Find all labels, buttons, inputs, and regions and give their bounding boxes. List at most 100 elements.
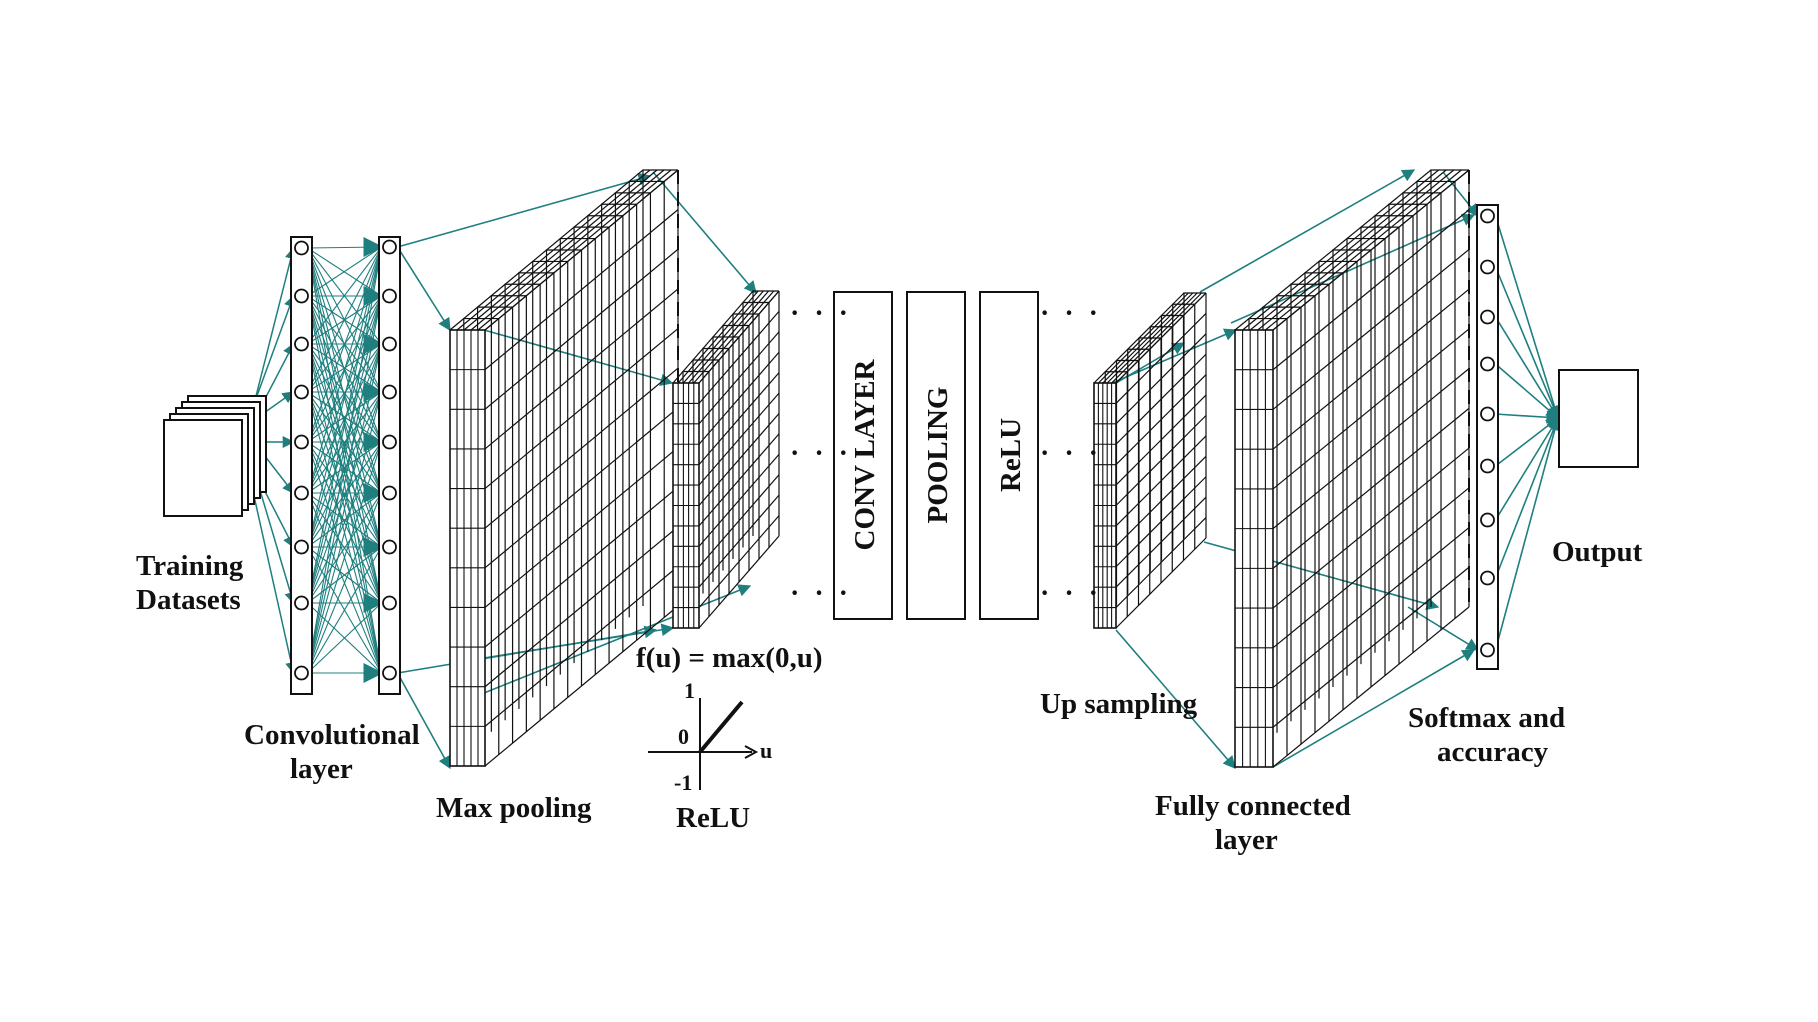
connection-arrow: [253, 495, 298, 675]
ellipsis-mid-right: · · ·: [1040, 438, 1102, 469]
top-grid-line: [688, 290, 770, 384]
top-grid-line: [677, 290, 759, 384]
top-grid-line: [1111, 292, 1203, 384]
connection-arrow: [253, 246, 297, 405]
connection-arrow: [1494, 363, 1559, 419]
softmax-node-column-frame: [1476, 204, 1499, 670]
output-box: [1558, 369, 1639, 468]
dense-connection: [307, 246, 382, 393]
dense-connection: [307, 602, 382, 674]
training-label-line1: Training: [136, 550, 244, 582]
maxpool-label: Max pooling: [436, 792, 592, 824]
top-grid-line: [672, 290, 754, 384]
fc-label-line2: layer: [1215, 824, 1278, 856]
input-node-column-frame: [290, 236, 313, 695]
pooling-box: POOLING: [906, 291, 966, 620]
fc-label-line1: Fully connected: [1155, 790, 1351, 822]
top-grid-line: [470, 169, 665, 331]
upsampling-grid-block: [1093, 292, 1207, 629]
neuron-node: [294, 434, 309, 450]
relu-x-label: u: [760, 738, 772, 763]
relu-plot: [648, 698, 759, 790]
top-grid-line: [1093, 292, 1185, 384]
neuron-node: [382, 239, 397, 255]
connection-arrow: [483, 329, 674, 387]
neuron-node: [382, 595, 397, 611]
neuron-node: [294, 539, 309, 555]
neuron-node: [1480, 356, 1495, 372]
connection-arrow: [1494, 416, 1559, 521]
conv-label-line1: Convolutional: [244, 719, 420, 751]
dense-connection: [307, 441, 382, 548]
neuron-node: [294, 665, 309, 681]
softmax-label-line2: accuracy: [1437, 736, 1549, 768]
dense-connection: [306, 246, 383, 674]
connection-arrow: [397, 172, 652, 248]
softmax-label-line1: Softmax and: [1408, 702, 1565, 734]
top-grid-line: [693, 290, 775, 384]
connection-arrow: [1494, 215, 1561, 420]
dense-connection: [306, 492, 383, 674]
ellipsis-bottom-right: · · ·: [1040, 578, 1102, 609]
relu-formula: f(u) = max(0,u): [636, 642, 822, 674]
ellipsis-top-left: · · ·: [790, 298, 852, 329]
top-grid-line: [477, 169, 672, 331]
dense-connection: [307, 441, 382, 604]
dataset-sheet: [163, 419, 243, 517]
top-grid-line: [682, 290, 764, 384]
front-face: [1234, 329, 1274, 768]
neuron-node: [1480, 406, 1495, 422]
top-grid-line: [463, 169, 658, 331]
upsampling-label: Up sampling: [1040, 688, 1198, 720]
top-grid-line: [1102, 292, 1194, 384]
conv-layer-box-label: CONV LAYER: [849, 358, 881, 550]
dense-connection: [307, 343, 382, 494]
dense-connection: [307, 546, 382, 674]
connection-arrows: [253, 169, 1562, 770]
front-face: [449, 329, 486, 767]
relu-box: ReLU: [979, 291, 1039, 620]
connection-arrow: [1111, 328, 1238, 384]
top-grid-line: [1106, 292, 1198, 384]
top-grid-line: [1234, 169, 1432, 331]
dense-connection: [306, 391, 383, 604]
connection-arrow: [253, 294, 296, 405]
relu-label: ReLU: [676, 802, 750, 834]
fc-grid-block: [1234, 169, 1470, 768]
neuron-node: [1480, 642, 1495, 658]
relu-origin: 0: [678, 724, 689, 749]
neuron-node: [1480, 570, 1495, 586]
training-label-line2: Datasets: [136, 584, 241, 616]
top-grid-line: [449, 169, 644, 331]
neuron-node: [294, 595, 309, 611]
connection-arrow: [1442, 171, 1479, 218]
connection-arrow: [1494, 316, 1559, 420]
dense-connection: [306, 295, 383, 494]
neuron-node: [1480, 458, 1495, 474]
neuron-node: [294, 288, 309, 304]
conv-layer-box: CONV LAYER: [833, 291, 893, 620]
neuron-node: [294, 336, 309, 352]
conv-label-line2: layer: [290, 753, 353, 785]
ellipsis-top-right: · · ·: [1040, 298, 1102, 329]
connection-arrow: [483, 584, 752, 694]
neuron-node: [1480, 208, 1495, 224]
neuron-node: [294, 384, 309, 400]
neuron-node: [382, 336, 397, 352]
neuron-node: [382, 665, 397, 681]
neuron-node: [294, 485, 309, 501]
top-grid-line: [1257, 169, 1455, 331]
dense-connection: [306, 295, 383, 674]
dense-connection: [307, 391, 382, 548]
neuron-node: [382, 288, 397, 304]
connection-arrow: [1230, 213, 1476, 324]
relu-y-bottom: -1: [674, 770, 692, 795]
dense-connection: [306, 246, 383, 443]
small-grid-block-left: [672, 290, 780, 629]
neuron-node: [1480, 512, 1495, 528]
connection-arrow: [483, 623, 675, 659]
relu-y-top: 1: [684, 678, 695, 703]
connection-arrow: [1494, 416, 1562, 651]
ellipsis-bottom-left: · · ·: [790, 578, 852, 609]
